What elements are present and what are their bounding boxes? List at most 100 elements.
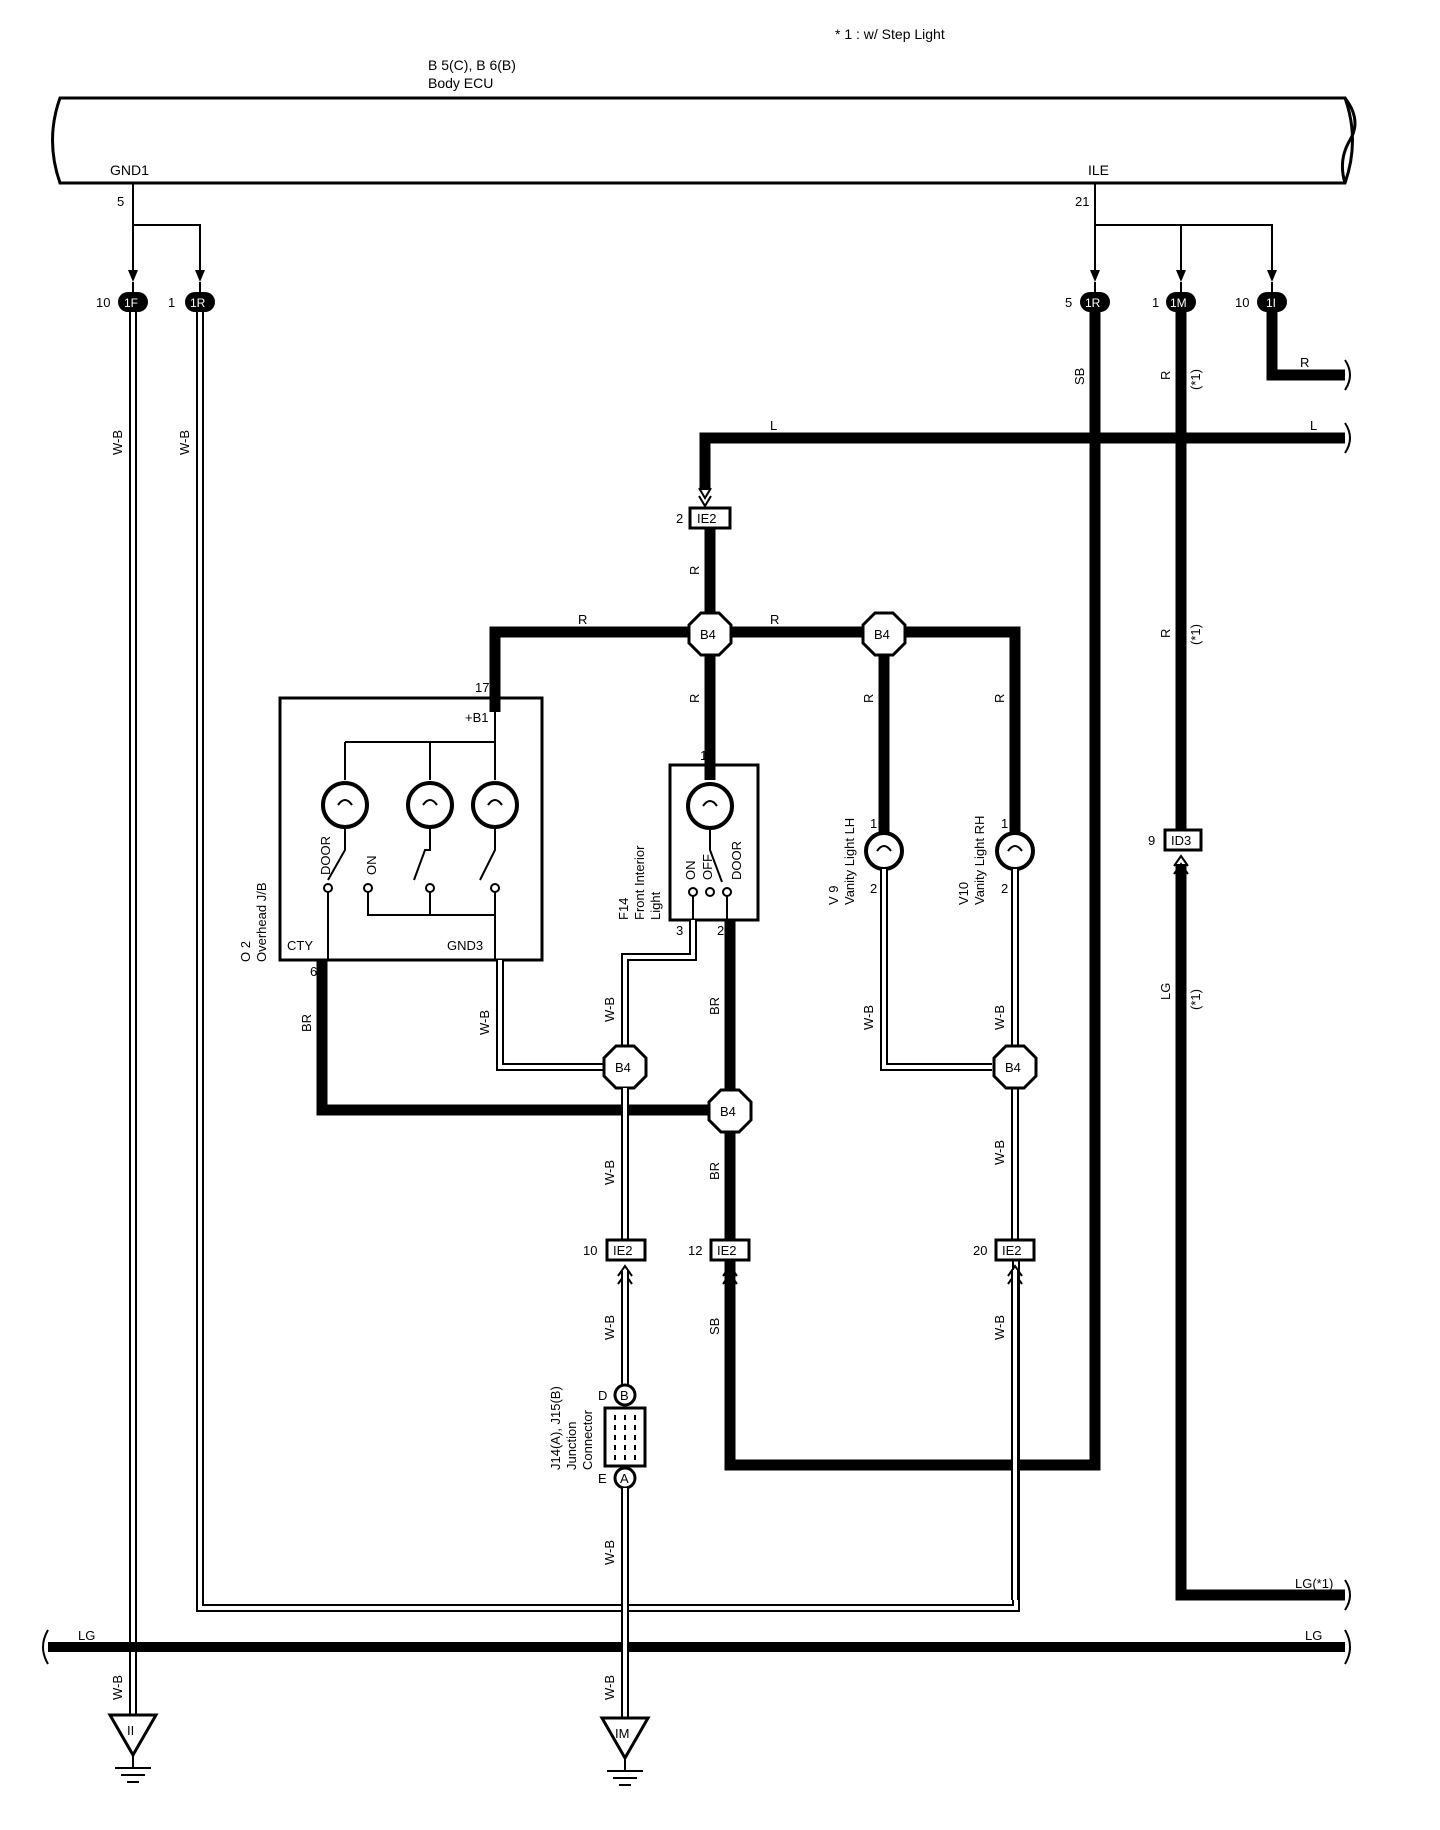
- wire-label-br-f14-lower: BR: [707, 1162, 722, 1180]
- v9-pin2: 2: [870, 881, 877, 896]
- wire-wb-f14: [621, 920, 697, 1045]
- connector-1i: [1257, 292, 1287, 312]
- wire-label-wb-v10: W-B: [992, 1005, 1007, 1030]
- connector-1r-right-pin: 5: [1065, 295, 1072, 310]
- wire-sb: [724, 312, 1101, 1471]
- junction-connector-b-label: B: [620, 1388, 629, 1403]
- connector-1r-right-label: 1R: [1085, 296, 1101, 310]
- wire-r-1i: [1266, 312, 1351, 391]
- f14-name-2: Light: [648, 891, 663, 920]
- wire-label-br-cty: BR: [299, 1014, 314, 1032]
- wire-label-wb-ie2-jc: W-B: [602, 1315, 617, 1340]
- connector-1i-pin: 10: [1235, 295, 1249, 310]
- junction-b4-mid-1: [602, 1044, 648, 1090]
- wire-label-l-right: L: [1310, 418, 1317, 433]
- wire-label-star1-lg: (*1): [1188, 989, 1203, 1010]
- gnd1-branch: [128, 183, 205, 282]
- wire-label-r-f14: R: [687, 694, 702, 703]
- wire-label-sb-top: SB: [1072, 368, 1087, 385]
- wire-label-wb-v9: W-B: [861, 1005, 876, 1030]
- ecu-reference: B 5(C), B 6(B): [428, 57, 516, 73]
- v10-lamp: [995, 831, 1035, 871]
- connector-ie2-bottom-3-label: IE2: [1002, 1243, 1022, 1258]
- f14-off-label: OFF: [700, 854, 715, 880]
- ground-im: [599, 1716, 651, 1786]
- wire-label-r-ie2: R: [687, 566, 702, 575]
- ground-im-label: IM: [615, 1726, 629, 1741]
- ecu-pin-gnd1-label: GND1: [110, 162, 149, 178]
- junction-b4-mid-2-label: B4: [720, 1104, 736, 1119]
- wire-label-r-bus-left: R: [578, 612, 587, 627]
- connector-ie2-bottom-1-label: IE2: [613, 1243, 633, 1258]
- connector-ie2-bottom-3: [994, 1238, 1036, 1262]
- wire-r-bus: [489, 626, 1021, 850]
- v10-pin1: 1: [1001, 816, 1008, 831]
- ecu-pin-ile-number: 21: [1075, 194, 1089, 209]
- wire-label-wb-ie2-right: W-B: [992, 1315, 1007, 1340]
- junction-b4-top-2: [861, 611, 907, 657]
- f14-box: [668, 763, 760, 922]
- f14-name-1: Front Interior: [632, 845, 647, 920]
- wire-label-l-left: L: [770, 418, 777, 433]
- overhead-id: O 2: [238, 941, 253, 962]
- body-ecu-bar: [51, 96, 1357, 185]
- wire-label-r-v9: R: [861, 694, 876, 703]
- wire-label-star1-top: (*1): [1188, 369, 1203, 390]
- connector-ie2-top-label: IE2: [697, 511, 717, 526]
- connector-1f: [118, 292, 148, 312]
- overhead-gnd3-label: GND3: [447, 938, 483, 953]
- wire-label-r-star1-mid: R: [1158, 629, 1173, 638]
- connector-1f-pin: 10: [96, 295, 110, 310]
- junction-b4-right-label: B4: [1005, 1060, 1021, 1075]
- wire-label-wb-2: W-B: [177, 430, 192, 455]
- wire-label-lg-star1: LG(*1): [1295, 1576, 1333, 1591]
- wire-label-sb-bottom: SB: [707, 1318, 722, 1335]
- v9-name: Vanity Light LH: [842, 818, 857, 905]
- overhead-b1-pin: 17: [475, 680, 489, 695]
- connector-1i-label: 1I: [1266, 296, 1276, 310]
- wire-label-r-bus-right: R: [770, 612, 779, 627]
- connector-1m-label: 1M: [1170, 296, 1187, 310]
- ie2-bottom-arrows: [617, 1264, 1023, 1285]
- overhead-on-label: ON: [364, 856, 379, 876]
- v10-id: V10: [956, 882, 971, 905]
- connector-ie2-bottom-2-label: IE2: [717, 1243, 737, 1258]
- wire-label-wb-f14: W-B: [602, 997, 617, 1022]
- wire-label-star1-mid: (*1): [1188, 624, 1203, 645]
- overhead-door-label: DOOR: [318, 836, 333, 875]
- v9-id: V 9: [826, 885, 841, 905]
- junction-connector-a-label: A: [620, 1471, 629, 1486]
- connector-1r-left: [185, 292, 215, 312]
- f14-pin1: 1: [700, 748, 707, 763]
- connector-id3-pin: 9: [1148, 833, 1155, 848]
- wire-label-r-1i: R: [1300, 355, 1309, 370]
- connector-id3-label: ID3: [1171, 833, 1191, 848]
- wire-label-wb-v10-lower: W-B: [992, 1140, 1007, 1165]
- v9-pin1: 1: [870, 816, 877, 831]
- connector-id3: [1163, 828, 1203, 852]
- ecu-name: Body ECU: [428, 75, 493, 91]
- connector-ie2-bottom-2: [709, 1238, 751, 1262]
- wire-label-wb-gnd3: W-B: [477, 1010, 492, 1035]
- overhead-cty-label: CTY: [287, 938, 313, 953]
- overhead-name: Overhead J/B: [254, 883, 269, 963]
- f14-pin2: 2: [717, 923, 724, 938]
- wire-label-lg-right: LG: [1305, 1628, 1322, 1643]
- ground-ii: [107, 1713, 159, 1783]
- connector-1f-label: 1F: [124, 296, 138, 310]
- wire-label-wb-jc-1: W-B: [602, 1540, 617, 1565]
- junction-b4-top-1-label: B4: [700, 627, 716, 642]
- overhead-b1-label: +B1: [465, 710, 489, 725]
- ecu-pin-ile-label: ILE: [1088, 162, 1109, 178]
- connector-1m: [1166, 292, 1196, 312]
- connector-ie2-bottom-3-pin: 20: [973, 1243, 987, 1258]
- connector-1r-right: [1080, 292, 1110, 312]
- ground-ii-label: II: [127, 1723, 134, 1738]
- junction-b4-mid-1-label: B4: [615, 1060, 631, 1075]
- v10-name: Vanity Light RH: [972, 816, 987, 905]
- junction-connector-a-pin: E: [598, 1471, 607, 1486]
- junction-connector-name-2: Connector: [580, 1409, 595, 1470]
- f14-internal: [686, 782, 734, 960]
- f14-id: F14: [616, 898, 631, 920]
